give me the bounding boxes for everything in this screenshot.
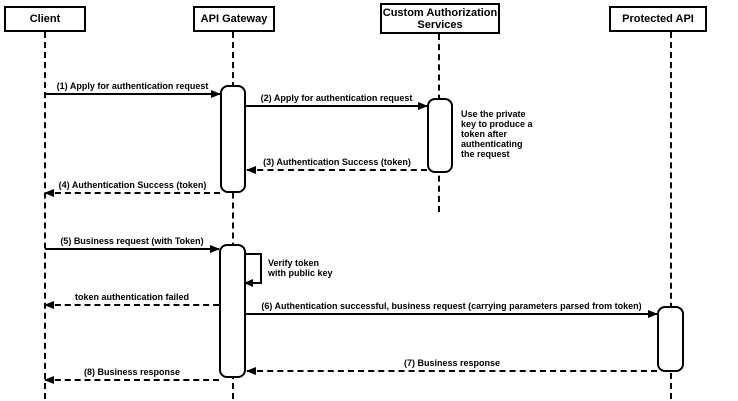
- activation-api-gateway-auth: [220, 85, 246, 193]
- message-3-label: (3) Authentication Success (token): [263, 157, 411, 167]
- self-message-verify-token-loop: [244, 253, 262, 287]
- actor-label-api-gateway: API Gateway: [200, 13, 268, 25]
- message-4-label: (4) Authentication Success (token): [58, 180, 207, 190]
- message-1-line: [45, 93, 220, 95]
- activation-api-gateway-business: [219, 244, 246, 378]
- message-7-line: [247, 370, 657, 372]
- message-6-line: [246, 313, 657, 315]
- message-token-authentication-failed: token authentication failed: [44, 290, 219, 309]
- message-3-authentication-success: (3) Authentication Success (token): [246, 155, 427, 174]
- message-4-authentication-success: (4) Authentication Success (token): [44, 178, 220, 197]
- message-token-failed-label: token authentication failed: [74, 292, 189, 302]
- actor-box-client: Client: [4, 6, 86, 32]
- arrowhead-right-icon: [211, 90, 221, 98]
- arrowhead-left-icon: [246, 367, 256, 375]
- message-2-label: (2) Apply for authentication request: [260, 93, 413, 103]
- message-2-apply-authentication: (2) Apply for authentication request: [246, 91, 428, 110]
- arrowhead-right-icon: [418, 102, 428, 110]
- message-7-label: (7) Business response: [403, 358, 501, 368]
- message-7-business-response: (7) Business response: [246, 356, 657, 375]
- activation-custom-authorization-services: [427, 98, 453, 173]
- arrowhead-left-icon: [244, 279, 253, 287]
- lifeline-client: [44, 32, 46, 399]
- lifeline-protected-api: [670, 32, 672, 399]
- message-6-label: (6) Authentication successful, business …: [261, 301, 642, 311]
- arrowhead-right-icon: [210, 245, 220, 253]
- self-message-verify-token-label: Verify token with public key: [268, 258, 333, 278]
- actor-box-protected-api: Protected API: [609, 6, 707, 32]
- arrowhead-left-icon: [44, 376, 54, 384]
- actor-label-custom-authorization-services: Custom Authorization Services: [382, 6, 498, 31]
- message-1-label: (1) Apply for authentication request: [56, 81, 209, 91]
- message-3-line: [247, 169, 427, 171]
- actor-box-custom-authorization-services: Custom Authorization Services: [380, 3, 500, 34]
- message-5-business-request: (5) Business request (with Token): [45, 234, 220, 253]
- arrowhead-left-icon: [246, 166, 256, 174]
- message-4-line: [45, 192, 220, 194]
- actor-label-client: Client: [29, 13, 61, 25]
- message-8-line: [45, 379, 219, 381]
- arrowhead-right-icon: [648, 310, 658, 318]
- message-6-authentication-successful-business-request: (6) Authentication successful, business …: [246, 299, 658, 318]
- note-private-key: Use the private key to produce a token a…: [461, 109, 533, 159]
- message-1-apply-authentication: (1) Apply for authentication request: [45, 79, 221, 98]
- message-8-label: (8) Business response: [83, 367, 181, 377]
- message-token-failed-line: [45, 304, 219, 306]
- message-5-line: [45, 248, 219, 250]
- message-5-label: (5) Business request (with Token): [60, 236, 204, 246]
- lifeline-api-gateway: [232, 32, 234, 399]
- activation-protected-api: [657, 306, 684, 372]
- arrowhead-left-icon: [44, 301, 54, 309]
- message-8-business-response: (8) Business response: [44, 365, 219, 384]
- actor-label-protected-api: Protected API: [622, 13, 694, 25]
- message-2-line: [246, 105, 427, 107]
- actor-box-api-gateway: API Gateway: [193, 6, 275, 32]
- arrowhead-left-icon: [44, 189, 54, 197]
